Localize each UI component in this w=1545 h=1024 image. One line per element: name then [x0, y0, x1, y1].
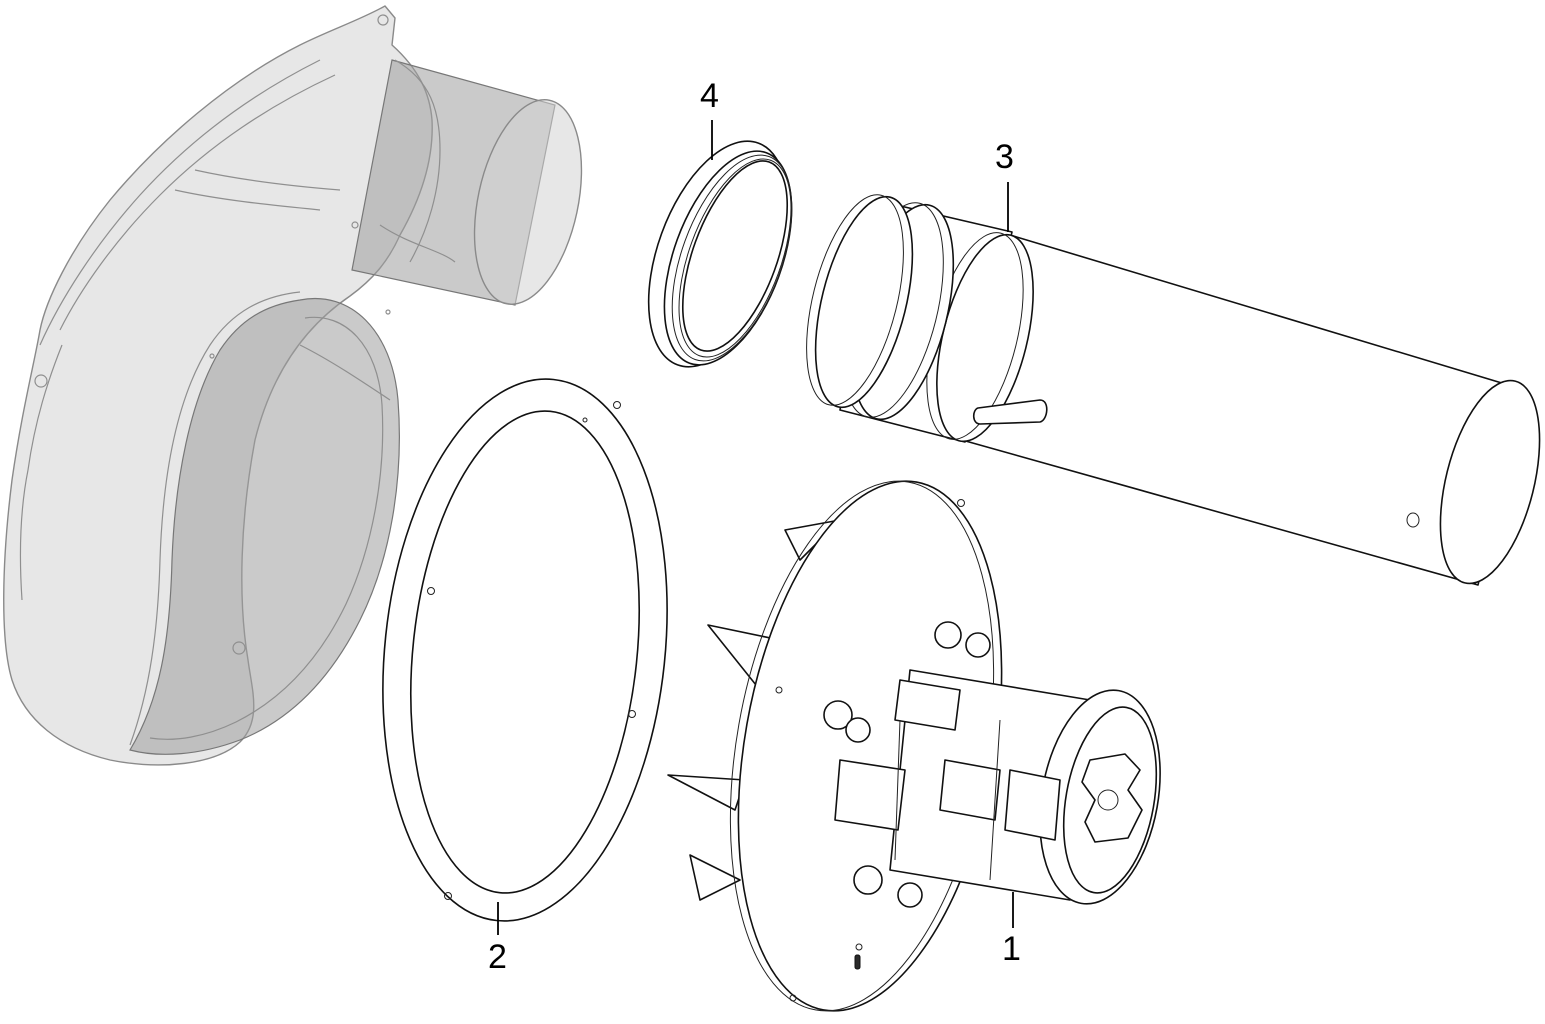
callout-2: 2: [488, 938, 507, 976]
part-1-motor-assembly: [667, 480, 1161, 1012]
part-3-tube: [806, 194, 1541, 586]
callout-1: 1: [1002, 930, 1021, 968]
callout-4: 4: [700, 77, 719, 115]
part-2-gasket: [382, 378, 668, 922]
leader-lines: [497, 120, 1014, 935]
part-4-clamp-ring: [647, 140, 793, 368]
callout-3: 3: [995, 138, 1014, 176]
blower-housing: [3, 5, 583, 766]
